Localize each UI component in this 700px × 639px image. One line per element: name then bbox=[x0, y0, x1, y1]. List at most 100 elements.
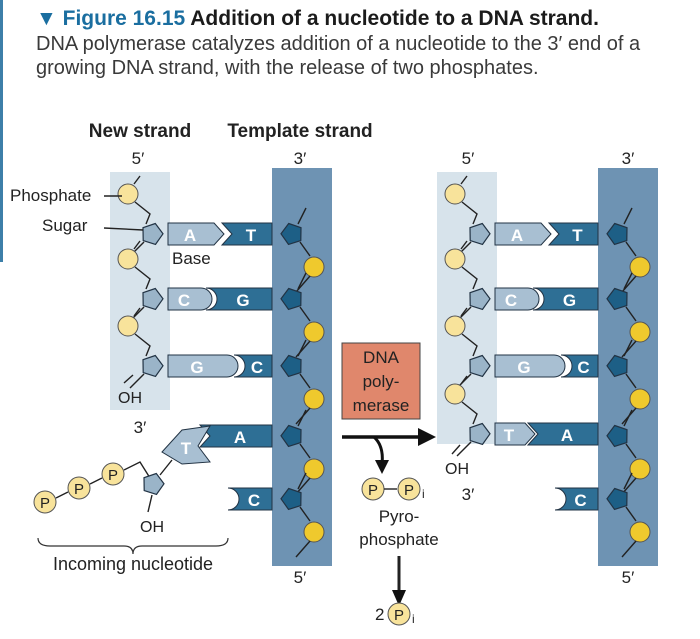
new-strand-5-end-before: 5′ bbox=[132, 149, 145, 168]
before-base-new-0 bbox=[167, 222, 225, 246]
template-strand-before-link-4 bbox=[299, 506, 311, 522]
before-base-new-2-letter: G bbox=[190, 358, 203, 377]
template-strand-before-link-up-1 bbox=[297, 272, 307, 290]
caption-body: DNA polymerase catalyzes addition of a n… bbox=[36, 33, 641, 79]
after-base-new-1 bbox=[494, 287, 540, 311]
after-base-template-0-letter: T bbox=[572, 226, 583, 245]
sugar-label: Sugar bbox=[42, 216, 88, 235]
after-oh-label: OH bbox=[445, 461, 469, 478]
new-strand-3-end-after: 3′ bbox=[462, 485, 475, 504]
new-strand-panel-before bbox=[110, 172, 170, 410]
new-strand-after-link-top-1 bbox=[460, 240, 468, 250]
incoming-phosphate-3-label: P bbox=[108, 467, 118, 484]
before-base-template-0-letter: T bbox=[246, 226, 257, 245]
enzyme-box bbox=[341, 342, 421, 420]
before-base-template-2 bbox=[233, 354, 273, 378]
pyro-phosphate-2-subscript: i bbox=[422, 487, 425, 501]
before-template-unpaired-1 bbox=[227, 487, 273, 511]
template-strand-after-sugar-1 bbox=[606, 287, 628, 311]
before-base-template-1 bbox=[205, 287, 273, 311]
template-strand-after-link-down-4 bbox=[621, 540, 637, 558]
hydrolysis-arrow-head bbox=[392, 590, 406, 606]
pyrophosphate-label-line1: Pyro- bbox=[379, 507, 420, 526]
incoming-bond-2 bbox=[89, 477, 103, 485]
inorganic-phosphate-circle bbox=[387, 602, 411, 626]
incoming-oh-bond bbox=[147, 494, 153, 513]
new-strand-after-link-1 bbox=[461, 266, 478, 290]
header-template-strand: Template strand bbox=[227, 121, 372, 142]
template-strand-after-link-up-1 bbox=[623, 272, 633, 290]
before-template-unpaired-1-letter: C bbox=[248, 491, 260, 510]
after-template-unpaired-0-letter: C bbox=[574, 491, 586, 510]
template-strand-after-link-down-0 bbox=[621, 275, 637, 293]
template-strand-before-link-up-3 bbox=[297, 409, 307, 427]
new-strand-before-link-top-1 bbox=[133, 240, 141, 250]
phosphate-label: Phosphate bbox=[10, 186, 91, 205]
new-strand-before-link-1 bbox=[134, 266, 151, 290]
new-strand-before-phosphate-2 bbox=[117, 315, 139, 337]
template-strand-after-link-4 bbox=[625, 506, 637, 522]
after-base-new-3-letter: T bbox=[504, 426, 515, 445]
template-strand-after-sugar-4 bbox=[606, 487, 628, 511]
template-strand-panel-after bbox=[598, 168, 658, 566]
pyro-phosphate-2-label: P bbox=[404, 482, 414, 499]
pyro-phosphate-2-circle bbox=[397, 477, 421, 501]
incoming-brace bbox=[37, 537, 229, 555]
template-strand-before-phosphate-2 bbox=[303, 388, 325, 410]
new-strand-after-phosphate-0 bbox=[444, 183, 466, 205]
template-strand-before-phosphate-3 bbox=[303, 458, 325, 480]
enzyme-label-line2: poly- bbox=[363, 372, 400, 391]
inorganic-phosphate-label: P bbox=[394, 607, 404, 624]
before-base-template-1-letter: G bbox=[236, 291, 249, 310]
template-strand-before-sugar-1 bbox=[280, 287, 302, 311]
before-oh-label: OH bbox=[118, 390, 142, 407]
after-base-template-1 bbox=[532, 287, 599, 311]
after-base-template-2-letter: C bbox=[577, 358, 589, 377]
template-strand-after-sugar-2 bbox=[606, 354, 628, 378]
new-strand-after-link-down-3 bbox=[456, 441, 472, 457]
new-strand-after-phosphate-2 bbox=[444, 315, 466, 337]
new-strand-before-sugar-1 bbox=[142, 287, 164, 311]
after-base-template-2 bbox=[560, 354, 599, 378]
after-base-new-3 bbox=[494, 422, 536, 446]
enzyme-label-line1: DNA bbox=[363, 348, 400, 367]
figure-number: ▼ Figure 16.15 bbox=[36, 7, 186, 30]
incoming-base-letter: T bbox=[181, 439, 192, 458]
template-strand-before-link-2 bbox=[299, 373, 311, 389]
incoming-bond-1 bbox=[55, 491, 69, 499]
after-base-new-2 bbox=[494, 354, 566, 378]
template-strand-panel-before bbox=[272, 168, 332, 566]
new-strand-before-link-2 bbox=[134, 333, 151, 357]
template-strand-after-link-3 bbox=[625, 443, 637, 459]
template-strand-after-phosphate-0 bbox=[629, 256, 651, 278]
new-strand-5-end-after: 5′ bbox=[462, 149, 475, 168]
template-strand-after-link-up-4 bbox=[623, 472, 633, 490]
incoming-phosphate-1-circle bbox=[33, 490, 57, 514]
pyrophosphate-label-line2: phosphate bbox=[359, 530, 438, 549]
incoming-oh-label: OH bbox=[140, 519, 164, 536]
base-label: Base bbox=[172, 249, 211, 268]
new-strand-before-phosphate-1 bbox=[117, 248, 139, 270]
after-base-new-2-letter: G bbox=[517, 358, 530, 377]
figure-title: Addition of a nucleotide to a DNA strand… bbox=[190, 7, 599, 30]
after-template-unpaired-0 bbox=[554, 487, 599, 511]
template-5-end-after: 5′ bbox=[622, 568, 635, 587]
before-base-new-2 bbox=[167, 354, 239, 378]
inorganic-phosphate-subscript: i bbox=[412, 612, 415, 626]
new-strand-after-phosphate-3 bbox=[444, 383, 466, 405]
reaction-arrow-head bbox=[418, 428, 436, 446]
caption-title: ▼ Figure 16.15 Addition of a nucleotide … bbox=[36, 6, 686, 32]
figure-caption: ▼ Figure 16.15 Addition of a nucleotide … bbox=[36, 6, 686, 80]
template-strand-before-link-down-4 bbox=[295, 540, 311, 558]
template-5-end-before: 5′ bbox=[294, 568, 307, 587]
template-3-end-before: 3′ bbox=[294, 149, 307, 168]
template-strand-after-link-up-0 bbox=[623, 207, 633, 225]
template-strand-before-sugar-4 bbox=[280, 487, 302, 511]
sugar-leader bbox=[103, 227, 144, 231]
incoming-base bbox=[161, 425, 211, 465]
release-arrow-curve bbox=[372, 435, 384, 465]
new-strand-after-link-top-2 bbox=[460, 307, 468, 317]
template-strand-after-sugar-0 bbox=[606, 222, 628, 246]
new-strand-after-sugar-0 bbox=[469, 222, 491, 246]
after-base-new-0 bbox=[494, 222, 552, 246]
